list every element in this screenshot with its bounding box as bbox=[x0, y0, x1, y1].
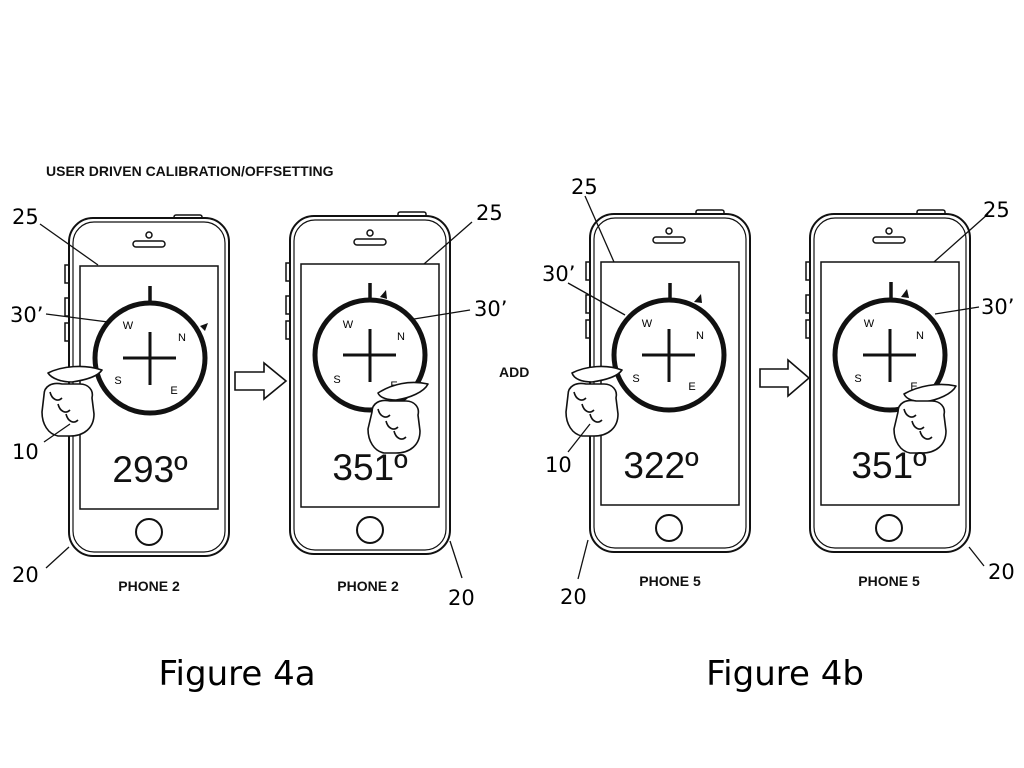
phone-2: N E S W 351º PHONE 2 bbox=[286, 212, 450, 594]
ref-dial: 30’ bbox=[981, 295, 1014, 319]
direction-s: S bbox=[632, 373, 639, 385]
home-button[interactable] bbox=[876, 515, 902, 541]
ref-screen: 25 bbox=[571, 175, 598, 199]
direction-n: N bbox=[696, 330, 704, 342]
direction-w: W bbox=[864, 318, 875, 330]
direction-w: W bbox=[642, 318, 653, 330]
phone-caption: PHONE 2 bbox=[337, 578, 399, 594]
direction-e: E bbox=[688, 381, 695, 393]
direction-n: N bbox=[397, 331, 405, 343]
direction-w: W bbox=[343, 319, 354, 331]
ref-phone: 20 bbox=[560, 585, 587, 609]
phone-caption: PHONE 5 bbox=[639, 573, 701, 589]
heading-readout: 322º bbox=[623, 445, 699, 486]
ref-screen: 25 bbox=[983, 198, 1010, 222]
ref-screen: 25 bbox=[12, 205, 39, 229]
phone-3: N E S W 322º PHONE 5 bbox=[566, 210, 750, 589]
figure-caption-4b: Figure 4b bbox=[706, 654, 864, 694]
direction-e: E bbox=[170, 385, 177, 397]
direction-s: S bbox=[114, 375, 121, 387]
ref-phone: 20 bbox=[12, 563, 39, 587]
heading-readout: 351º bbox=[851, 445, 927, 486]
direction-w: W bbox=[123, 320, 134, 332]
ref-dial: 30’ bbox=[474, 297, 507, 321]
ref-dial: 30’ bbox=[10, 303, 43, 327]
ref-phone: 20 bbox=[448, 586, 475, 610]
ref-hand: 10 bbox=[545, 453, 572, 477]
ref-phone: 20 bbox=[988, 560, 1015, 584]
phone-caption: PHONE 5 bbox=[858, 573, 920, 589]
transition-arrow-icon bbox=[235, 363, 286, 399]
phone-caption: PHONE 2 bbox=[118, 578, 180, 594]
ref-screen: 25 bbox=[476, 201, 503, 225]
heading-readout: 293º bbox=[112, 449, 188, 490]
home-button[interactable] bbox=[136, 519, 162, 545]
direction-n: N bbox=[916, 330, 924, 342]
home-button[interactable] bbox=[357, 517, 383, 543]
hand-icon bbox=[566, 366, 622, 436]
phone-4: N E S W 351º PHONE 5 bbox=[806, 210, 970, 589]
direction-s: S bbox=[333, 374, 340, 386]
transition-arrow-icon bbox=[760, 360, 809, 396]
ref-hand: 10 bbox=[12, 440, 39, 464]
phone-1: N E S W 293º PHONE 2 bbox=[42, 215, 229, 594]
direction-n: N bbox=[178, 332, 186, 344]
direction-s: S bbox=[854, 373, 861, 385]
home-button[interactable] bbox=[656, 515, 682, 541]
heading-readout: 351º bbox=[332, 447, 408, 488]
figure-header: USER DRIVEN CALIBRATION/OFFSETTING bbox=[46, 163, 334, 179]
add-label: ADD bbox=[499, 364, 529, 380]
ref-dial: 30’ bbox=[542, 262, 575, 286]
figure-caption-4a: Figure 4a bbox=[158, 654, 315, 694]
